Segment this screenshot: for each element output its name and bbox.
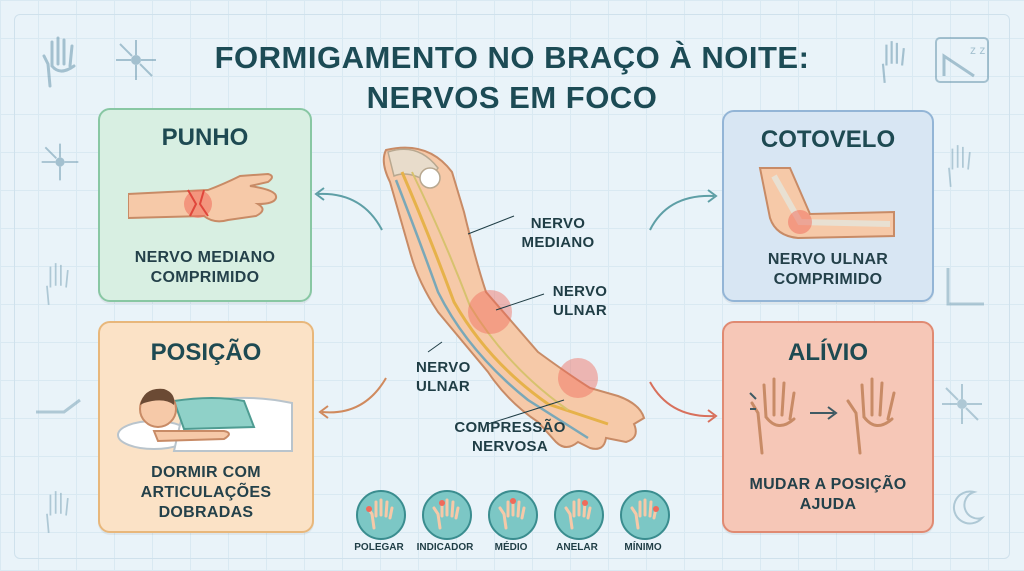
card-posicao-line-3: DOBRADAS	[158, 504, 254, 521]
finger-icon-minimo	[620, 490, 670, 540]
card-posicao-line-2: ARTICULAÇÕES	[140, 484, 272, 501]
hand-index-icon	[432, 498, 460, 530]
sleep-arm-icon: z z	[935, 37, 989, 83]
sleeping-person-illustration	[117, 388, 293, 452]
arm-anatomy-illustration	[382, 146, 646, 450]
hand-middle-icon	[498, 498, 526, 530]
outer-frame	[14, 14, 1010, 559]
finger-label-anelar: ANELAR	[556, 542, 598, 553]
hand-outline-icon-bottom	[46, 491, 69, 533]
finger-label-polegar: POLEGAR	[354, 542, 404, 553]
label-ulnar-upper-line-1: NERVO	[552, 283, 608, 300]
hand-outline-icon	[42, 36, 76, 88]
hand-outline-icon-right	[881, 41, 905, 83]
arrow-to-alivio	[649, 381, 718, 423]
arrow-to-cotovelo	[649, 189, 718, 231]
card-punho-line-1: NERVO MEDIANO	[134, 249, 276, 266]
card-alivio-line-1: MUDAR A POSIÇÃO	[749, 476, 907, 493]
svg-text:z z: z z	[970, 43, 985, 57]
finger-label-medio: MÉDIO	[494, 542, 528, 553]
hand-little-icon	[630, 498, 659, 530]
card-alivio-heading: ALÍVIO	[787, 339, 868, 366]
card-posicao-heading: POSIÇÃO	[150, 339, 262, 366]
arrow-to-punho	[314, 187, 383, 231]
card-punho: PUNHO NERVO MEDIANO COMPRIMIDO	[98, 108, 312, 302]
label-ulnar-lower-line-1: NERVO	[416, 359, 471, 376]
label-median-line-2: MEDIANO	[521, 234, 595, 251]
neuron-icon-right	[942, 384, 982, 424]
label-median-line-1: NERVO	[530, 215, 586, 232]
label-ulnar-upper: NERVO ULNAR	[548, 282, 612, 320]
elbow-illustration	[758, 167, 895, 240]
card-posicao-line-1: DORMIR COM	[151, 464, 261, 481]
label-median-nerve: NERVO MEDIANO	[518, 214, 598, 252]
card-punho-heading: PUNHO	[161, 124, 249, 151]
neuron-icon	[116, 40, 156, 80]
card-posicao: POSIÇÃO DORMIR COM ARTICULAÇÕES DOBRADAS	[98, 321, 314, 533]
arm-icon-left	[36, 398, 81, 414]
hand-ring-icon	[564, 498, 592, 530]
label-compression-line-2: NERVOSA	[471, 438, 548, 455]
hand-sketch-icon	[46, 263, 69, 305]
arrow-to-posicao	[318, 377, 387, 419]
title-line-2: NERVOS EM FOCO	[366, 80, 658, 115]
card-punho-line-2: COMPRIMIDO	[150, 269, 260, 286]
label-ulnar-lower-line-2: ULNAR	[416, 378, 470, 395]
card-alivio-line-2: AJUDA	[799, 496, 857, 513]
label-ulnar-lower: NERVO ULNAR	[416, 358, 486, 396]
finger-icon-medio	[488, 490, 538, 540]
label-compression-line-1: COMPRESSÃO	[454, 419, 566, 436]
hand-icon-right	[948, 145, 971, 187]
hand-thumb-icon	[366, 498, 394, 530]
card-cotovelo-line-1: NERVO ULNAR	[767, 251, 889, 268]
finger-icon-indicador	[422, 490, 472, 540]
shaking-hands-illustration	[749, 377, 896, 455]
wrist-hand-illustration	[128, 172, 278, 223]
label-compression: COMPRESSÃO NERVOSA	[448, 418, 572, 456]
label-ulnar-upper-line-2: ULNAR	[553, 302, 607, 319]
card-alivio: ALÍVIO MUDAR A POSIÇÃO AJUDA	[722, 321, 934, 533]
arm-icon-right	[946, 268, 984, 306]
title-line-1: FORMIGAMENTO NO BRAÇO À NOITE:	[214, 40, 810, 75]
finger-label-minimo: MÍNIMO	[624, 542, 662, 553]
moon-icon	[952, 490, 986, 525]
finger-label-indicador: INDICADOR	[416, 542, 474, 553]
card-cotovelo-line-2: COMPRIMIDO	[773, 271, 883, 288]
finger-icon-polegar	[356, 490, 406, 540]
card-cotovelo-heading: COTOVELO	[760, 126, 896, 153]
card-cotovelo: COTOVELO NERVO ULNAR COMPRIMIDO	[722, 110, 934, 302]
finger-icon-anelar	[554, 490, 604, 540]
page-title: FORMIGAMENTO NO BRAÇO À NOITE: NERVOS EM…	[170, 38, 854, 118]
neuron-icon-left	[41, 143, 79, 181]
